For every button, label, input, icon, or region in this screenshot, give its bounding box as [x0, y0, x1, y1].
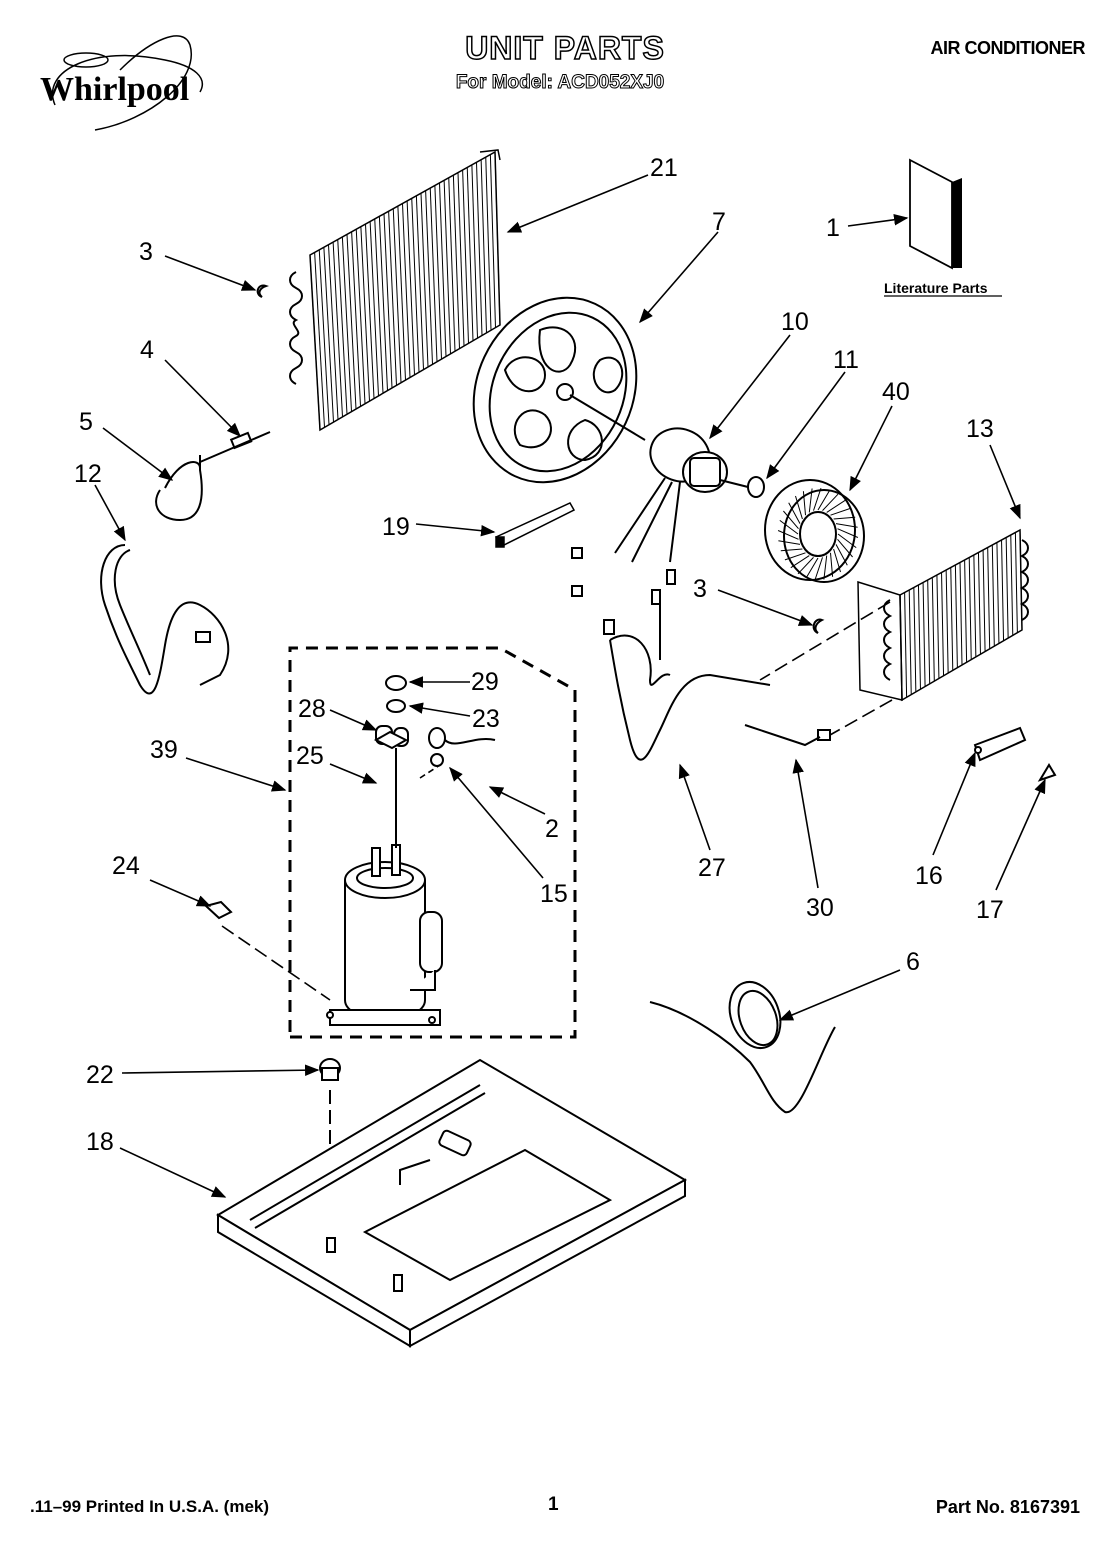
callout-22: 22: [86, 1061, 114, 1089]
callout-27: 27: [698, 854, 726, 882]
callout-6: 6: [906, 948, 920, 976]
compressor-hardware-parts: [373, 675, 496, 848]
callout-3-right: 3: [693, 575, 707, 603]
callout-numbers: 21 7 1 3 4 5 12 10 11 40 13 19 3 29 28 2…: [74, 154, 1004, 1156]
tubing-parts: [100, 431, 271, 695]
bracket-part: [494, 502, 576, 548]
fan-nut-part: [747, 476, 765, 498]
compressor-part: [326, 844, 443, 1026]
fan-motor-part: [571, 427, 761, 605]
callout-leader-lines: [94, 174, 1046, 1198]
fan-shroud-part: [472, 296, 646, 484]
literature-parts-label: Literature Parts: [884, 280, 988, 296]
condenser-coil-part: [289, 149, 501, 432]
callout-17: 17: [976, 896, 1004, 924]
callout-29: 29: [471, 668, 499, 696]
callout-23: 23: [472, 705, 500, 733]
product-category: AIR CONDITIONER: [930, 38, 1086, 58]
callout-39: 39: [150, 736, 178, 764]
callout-10: 10: [781, 308, 809, 336]
clip-part: [256, 284, 825, 634]
callout-24: 24: [112, 852, 140, 880]
callout-40: 40: [882, 378, 910, 406]
callout-16: 16: [915, 862, 943, 890]
mounting-hardware-parts: [203, 726, 1057, 920]
literature-booklet-part: Literature Parts: [884, 158, 1002, 297]
part-number: Part No. 8167391: [935, 1497, 1080, 1517]
page-number: 1: [548, 1494, 559, 1515]
callout-5: 5: [79, 408, 93, 436]
callout-21: 21: [650, 154, 678, 182]
callout-7: 7: [712, 208, 726, 236]
whirlpool-logo: Whirlpool: [40, 35, 204, 131]
base-pan-part: [216, 1058, 688, 1348]
callout-30: 30: [806, 894, 834, 922]
drain-hose-part: [649, 981, 836, 1114]
callout-3-left: 3: [139, 238, 153, 266]
model-subtitle: For Model: ACD052XJ0: [455, 72, 665, 94]
blower-wheel-part: [764, 479, 865, 583]
brand-wordmark: Whirlpool: [40, 71, 189, 108]
callout-19: 19: [382, 513, 410, 541]
callout-11: 11: [833, 346, 859, 374]
callout-18: 18: [86, 1128, 114, 1156]
print-info: .11–99 Printed In U.S.A. (mek): [30, 1497, 270, 1516]
wire-harness-parts: [603, 600, 831, 761]
callout-15: 15: [540, 880, 568, 908]
callout-4: 4: [140, 336, 154, 364]
page-title: UNIT PARTS: [464, 29, 665, 67]
callout-1: 1: [826, 214, 840, 242]
callout-13: 13: [966, 415, 994, 443]
evaporator-coil-part: [857, 528, 1029, 702]
callout-12: 12: [74, 460, 102, 488]
callout-28: 28: [298, 695, 326, 723]
callout-2: 2: [545, 815, 559, 843]
callout-25: 25: [296, 742, 324, 770]
